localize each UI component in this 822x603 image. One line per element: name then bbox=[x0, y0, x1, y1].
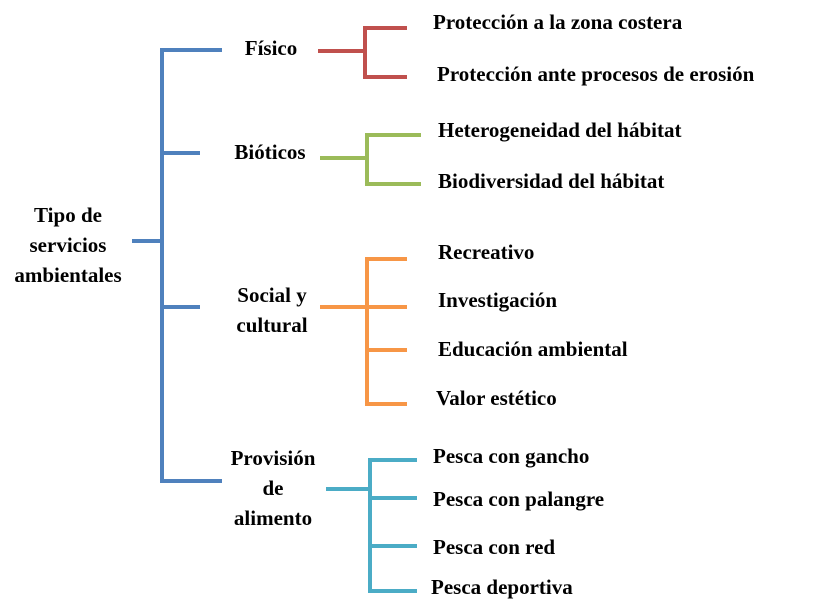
category-fisico: Físico bbox=[226, 33, 316, 63]
category-label-line: cultural bbox=[236, 313, 308, 337]
leaf-item: Pesca deportiva bbox=[431, 575, 573, 599]
root-label-line: servicios bbox=[29, 233, 107, 257]
category-social: Social y cultural bbox=[222, 280, 322, 340]
leaf-item: Educación ambiental bbox=[438, 337, 628, 361]
leaf-item: Protección a la zona costera bbox=[433, 10, 683, 34]
root-label-line: ambientales bbox=[14, 263, 122, 287]
bracket-social bbox=[320, 257, 407, 406]
leaf-item: Pesca con palangre bbox=[433, 487, 605, 511]
category-label-line: de bbox=[262, 476, 284, 500]
main-trunk bbox=[160, 48, 222, 483]
leaf-item: Protección ante procesos de erosión bbox=[437, 62, 755, 86]
category-label-line: Provisión bbox=[230, 446, 316, 470]
provision-bracket bbox=[368, 458, 417, 593]
bracket-fisico bbox=[318, 26, 407, 79]
root-connectors bbox=[132, 48, 222, 483]
root-label-line: Tipo de bbox=[34, 203, 102, 227]
category-label-line: Físico bbox=[244, 36, 298, 60]
leaf-item: Recreativo bbox=[438, 240, 535, 264]
category-label-line: Bióticos bbox=[234, 140, 306, 164]
social-bracket bbox=[365, 257, 407, 406]
leaf-item: Heterogeneidad del hábitat bbox=[438, 118, 682, 142]
root-label: Tipo de servicios ambientales bbox=[0, 200, 136, 290]
leaf-item: Pesca con red bbox=[433, 535, 556, 559]
leaf-item: Valor estético bbox=[436, 386, 557, 410]
leaf-item: Biodiversidad del hábitat bbox=[438, 169, 665, 193]
bracket-bioticos bbox=[320, 133, 421, 186]
category-label-line: alimento bbox=[233, 506, 313, 530]
category-bioticos: Bióticos bbox=[222, 137, 318, 167]
category-provision: Provisión de alimento bbox=[218, 443, 328, 533]
fisico-bracket bbox=[363, 26, 407, 79]
bioticos-bracket bbox=[365, 133, 421, 186]
leaf-item: Investigación bbox=[438, 288, 558, 312]
bracket-provision bbox=[326, 458, 417, 593]
category-label-line: Social y bbox=[237, 283, 307, 307]
leaf-item: Pesca con gancho bbox=[433, 444, 590, 468]
